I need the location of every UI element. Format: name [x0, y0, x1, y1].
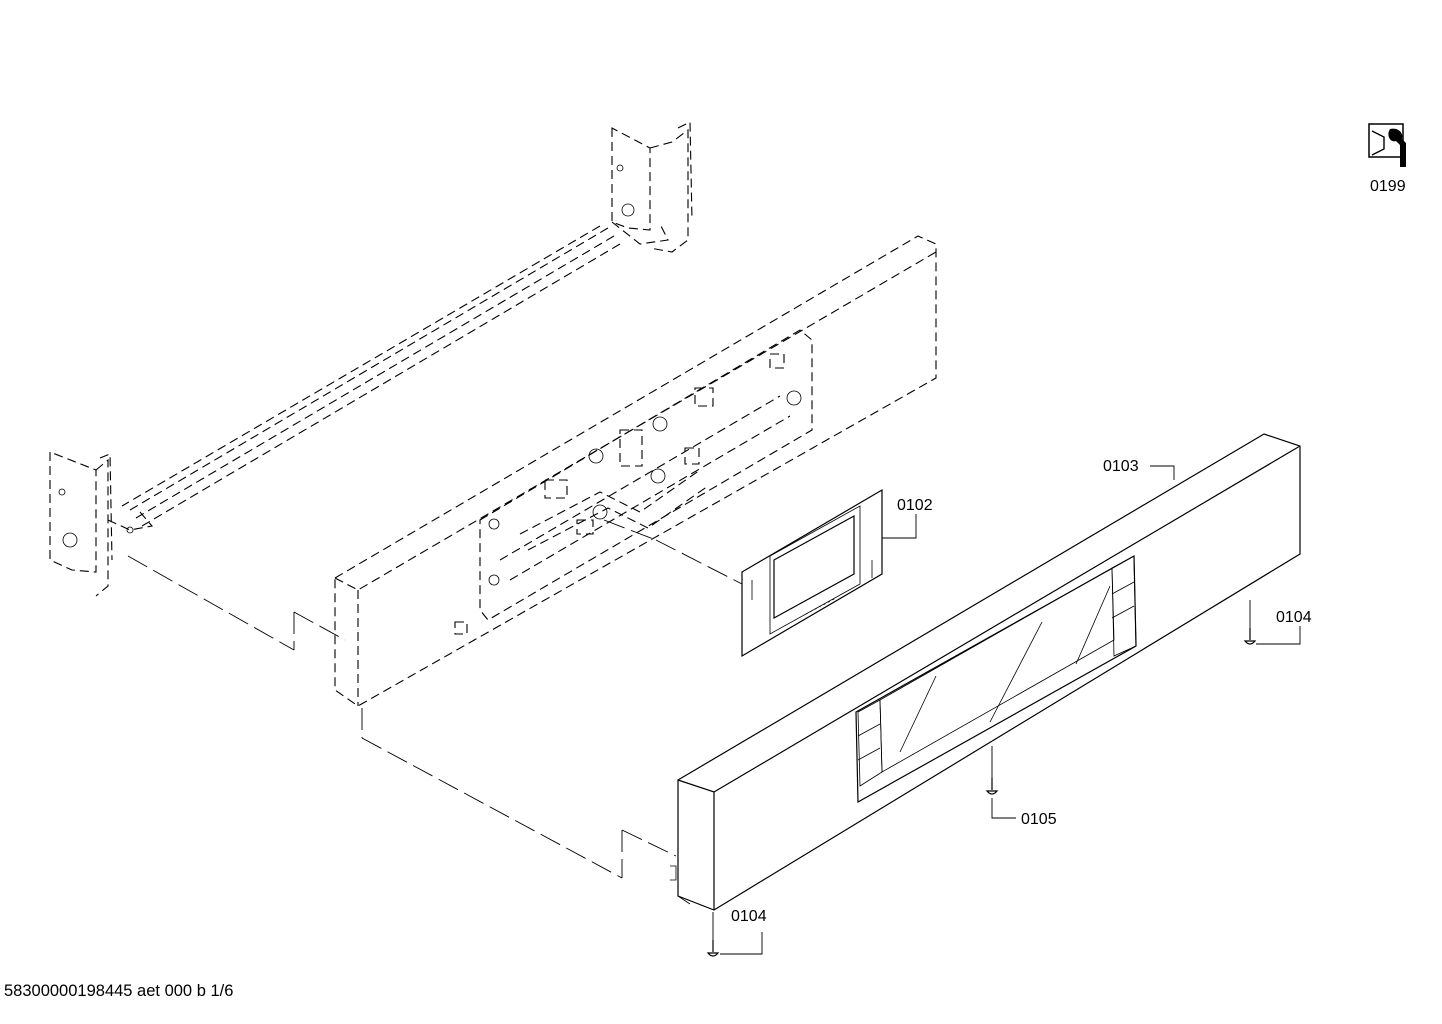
part-number-0102: 0102 — [897, 497, 933, 514]
part-number-0105: 0105 — [1021, 811, 1057, 828]
part-number-0104-right: 0104 — [1276, 609, 1312, 626]
screw-left — [706, 912, 763, 957]
leader-0102 — [882, 514, 917, 539]
part-number-0103: 0103 — [1103, 458, 1139, 475]
leader-0103 — [1150, 465, 1175, 480]
screw-right — [1243, 600, 1301, 645]
screw-center — [985, 746, 1016, 819]
part-number-0104-left: 0104 — [731, 908, 767, 925]
display-module — [741, 488, 883, 658]
part-number-0199: 0199 — [1370, 178, 1406, 195]
mounting-plate-outline — [334, 235, 937, 879]
tool-icon — [1368, 123, 1416, 168]
drawing-footer: 58300000198445 aet 000 b 1/6 — [4, 982, 234, 1000]
mounting-rails-outline — [49, 121, 693, 651]
control-panel-fascia — [670, 433, 1301, 911]
